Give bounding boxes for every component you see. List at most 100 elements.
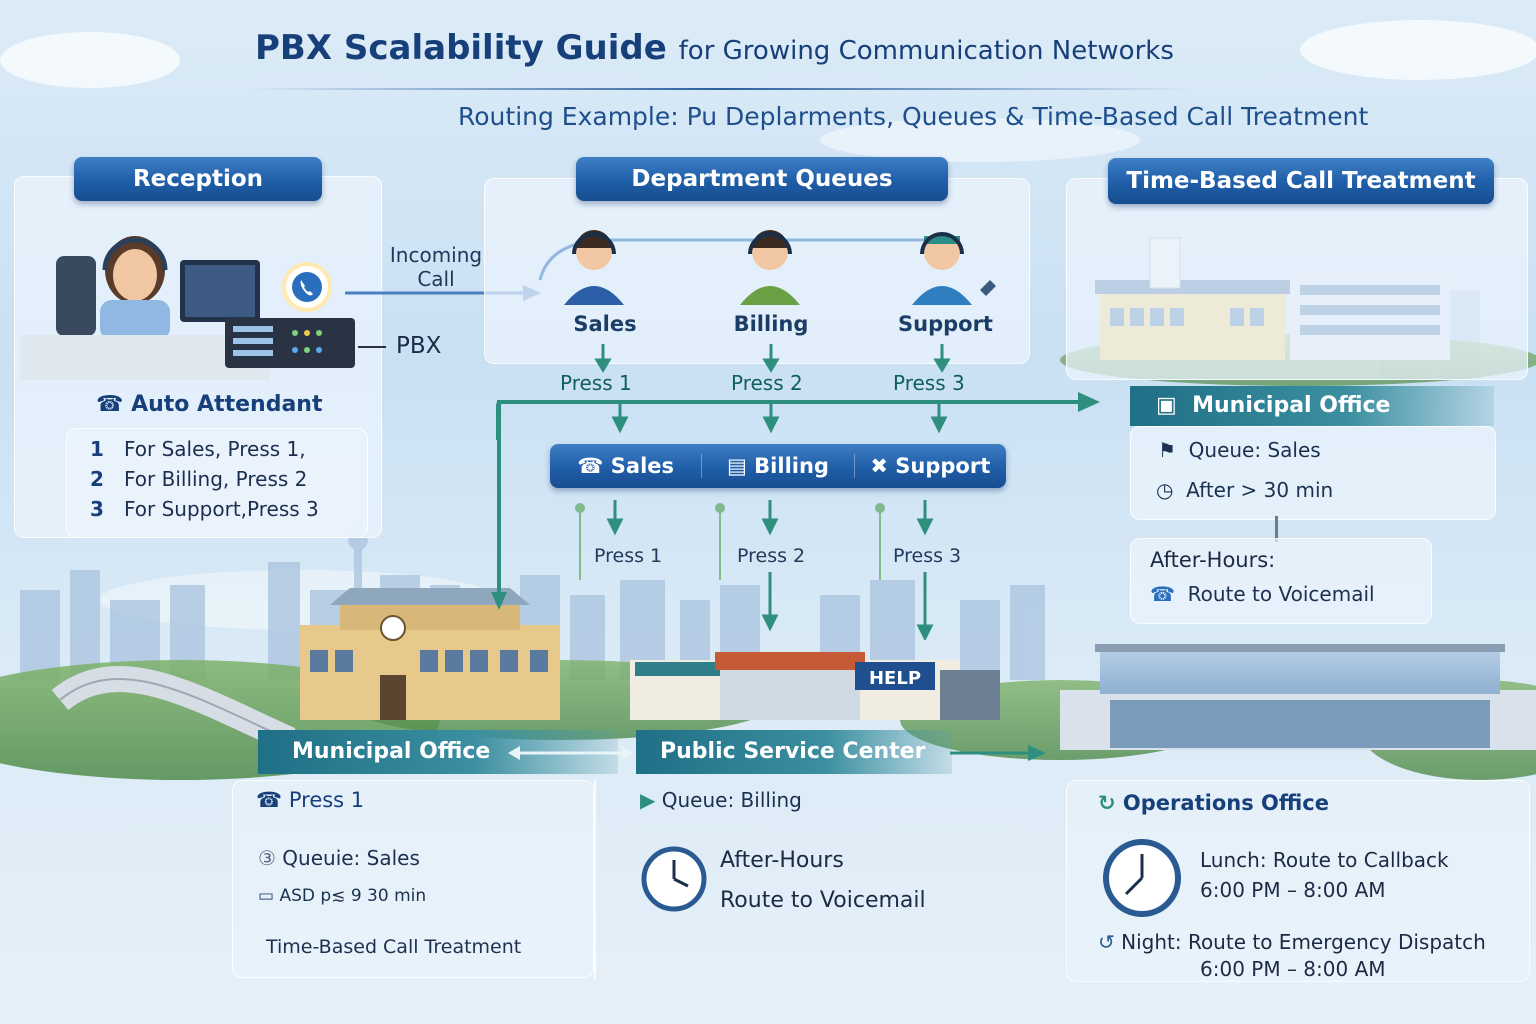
night-time: 6:00 PM – 8:00 AM xyxy=(1200,957,1386,981)
night-route-line: ↺ Night: Route to Emergency Dispatch xyxy=(1098,930,1486,954)
municipal-office-bar: ▣ Municipal Office xyxy=(1130,386,1494,426)
flag-icon: ⚑ xyxy=(1158,438,1176,462)
calendar-icon: ▣ xyxy=(1156,393,1177,418)
connector-line xyxy=(1275,516,1278,542)
agent-name-sales: Sales xyxy=(573,312,637,336)
pbx-label: PBX xyxy=(396,333,442,359)
after-hours-box xyxy=(1130,538,1432,624)
bottom-press-line: ☎ Press 1 xyxy=(256,788,364,812)
phone-icon: ☎ xyxy=(1150,582,1175,606)
agent-name-support: Support xyxy=(898,312,993,336)
after-hours-label: After-Hours: xyxy=(1150,548,1276,572)
public-service-band: Public Service Center xyxy=(636,730,952,774)
route-option-label: Billing xyxy=(754,454,829,478)
lower-press-3: Press 3 xyxy=(893,545,962,567)
lower-press-1: Press 1 xyxy=(594,545,663,567)
page-title: PBX Scalability Guide for Growing Commun… xyxy=(255,28,1174,68)
tools-icon: ✖ xyxy=(870,454,888,478)
municipal-building xyxy=(300,588,560,720)
receptionist-illustration xyxy=(20,236,270,380)
phone-icon: ☎ xyxy=(96,392,124,417)
clock-icon xyxy=(1103,839,1181,917)
route-option-support[interactable]: ✖ Support xyxy=(855,454,1006,478)
reception-heading: Reception xyxy=(74,157,322,201)
routing-bar: ☎ Sales ▤ Billing ✖ Support xyxy=(550,444,1006,488)
route-voicemail-text: Route to Voicemail xyxy=(1187,582,1375,606)
time-based-heading: Time-Based Call Treatment xyxy=(1108,158,1494,204)
queue-sales-text: Queue: Sales xyxy=(1188,438,1321,462)
middle-route-voicemail: Route to Voicemail xyxy=(720,888,926,913)
press-label-support: Press 3 xyxy=(893,371,965,395)
panel-divider xyxy=(594,780,596,980)
bottom-right-panel xyxy=(1066,780,1530,982)
phone-icon: ☎ xyxy=(577,454,604,478)
clock-icon xyxy=(641,846,707,912)
menu-item: 1 For Sales, Press 1, xyxy=(90,437,319,467)
lower-flow-arrows xyxy=(575,500,934,640)
video-icon: ▶ xyxy=(640,788,656,812)
bottom-queue-line: ③ Queuie: Sales xyxy=(258,846,420,870)
help-sign: HELP xyxy=(869,668,921,689)
menu-number: 3 xyxy=(90,497,104,521)
page-subtitle: Routing Example: Pu Deplarments, Queues … xyxy=(458,102,1369,131)
queue-sales-line: ⚑ Queue: Sales xyxy=(1158,438,1321,462)
agent-name-billing: Billing xyxy=(733,312,809,336)
municipal-office-details xyxy=(1130,426,1496,520)
tag-icon: ▭ xyxy=(258,886,275,906)
night-route-text: Night: Route to Emergency Dispatch xyxy=(1121,930,1486,954)
menu-item: 3 For Support,Press 3 xyxy=(90,497,319,527)
title-divider xyxy=(250,88,1190,90)
bottom-left-panel xyxy=(232,780,594,978)
incoming-line-1: Incoming xyxy=(389,243,483,267)
after-30-line: ◷ After > 30 min xyxy=(1156,478,1333,502)
press-label-sales: Press 1 xyxy=(560,371,632,395)
pbx-device xyxy=(225,318,355,368)
bottom-press-text: Press 1 xyxy=(288,788,365,812)
queues-heading: Department Queues xyxy=(576,157,948,201)
lunch-route: Lunch: Route to Callback xyxy=(1200,848,1449,872)
title-bold: PBX Scalability Guide xyxy=(255,28,667,68)
middle-after-hours: After-Hours xyxy=(720,848,844,873)
menu-text: For Support,Press 3 xyxy=(124,497,319,521)
phone-icon: ☎ xyxy=(256,788,283,812)
bottom-asd-line: ▭ ASD p≲ 9 30 min xyxy=(258,886,426,906)
route-option-label: Support xyxy=(895,454,991,478)
bottom-left-footer: Time-Based Call Treatment xyxy=(266,936,522,958)
auto-attendant-label: Auto Attendant xyxy=(131,392,323,417)
incoming-phone-icon xyxy=(286,266,328,308)
auto-attendant-heading: ☎ Auto Attendant xyxy=(96,392,322,417)
menu-number: 1 xyxy=(90,437,104,461)
route-option-sales[interactable]: ☎ Sales xyxy=(550,454,703,478)
public-service-building: HELP xyxy=(630,652,1000,720)
pbx-connector xyxy=(358,346,386,348)
time-based-panel xyxy=(1066,178,1528,380)
left-down-arrow xyxy=(491,400,507,610)
document-icon: ▤ xyxy=(727,454,747,478)
billing-queue-line: ▶ Queue: Billing xyxy=(640,788,802,812)
number-three-icon: ③ xyxy=(258,846,276,870)
incoming-call-label: Incoming Call xyxy=(388,243,484,291)
bottom-queue-text: Queuie: Sales xyxy=(282,846,420,870)
menu-text: For Billing, Press 2 xyxy=(124,467,308,491)
bidirectional-arrow xyxy=(508,746,634,760)
route-option-billing[interactable]: ▤ Billing xyxy=(702,454,855,478)
route-voicemail-line: ☎ Route to Voicemail xyxy=(1150,582,1375,606)
municipal-office-label: Municipal Office xyxy=(1192,393,1391,418)
timer-icon: ◷ xyxy=(1156,478,1174,502)
after-30-text: After > 30 min xyxy=(1186,478,1334,502)
lower-press-2: Press 2 xyxy=(737,545,806,567)
route-option-label: Sales xyxy=(610,454,675,478)
lunch-time: 6:00 PM – 8:00 AM xyxy=(1200,878,1386,902)
bottom-asd-text: ASD p≲ 9 30 min xyxy=(279,886,427,906)
billing-queue-text: Queue: Billing xyxy=(661,788,802,812)
operations-heading-line: ↻ Operations Office xyxy=(1098,791,1329,815)
title-rest: for Growing Communication Networks xyxy=(678,36,1174,66)
operations-heading: Operations Office xyxy=(1122,791,1329,815)
press-label-billing: Press 2 xyxy=(731,371,803,395)
operations-building xyxy=(1060,644,1536,750)
loop-icon: ↻ xyxy=(1098,791,1116,815)
menu-text: For Sales, Press 1, xyxy=(124,437,306,461)
agents-illustration xyxy=(538,230,996,305)
